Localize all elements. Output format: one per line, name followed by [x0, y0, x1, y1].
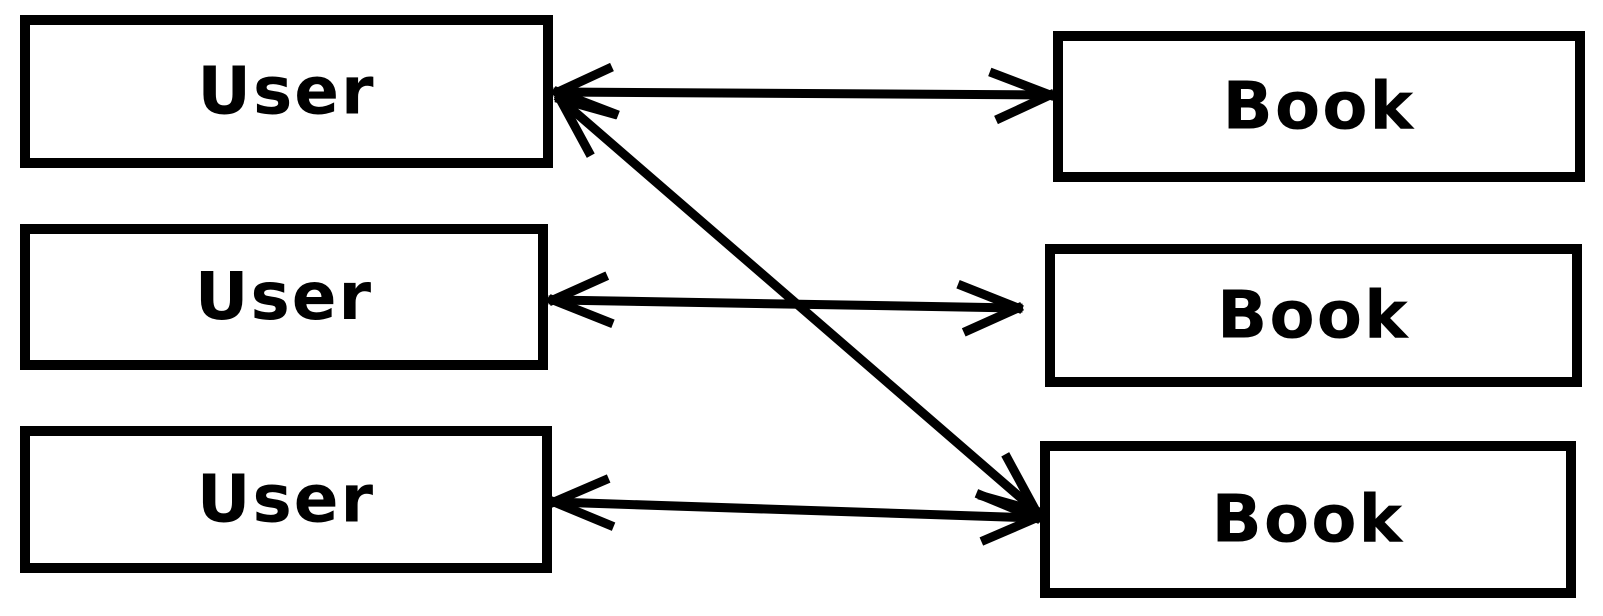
node-label-user-3: User [197, 461, 375, 538]
node-box-book-1 [1053, 31, 1585, 182]
arrowhead-stroke-user2-book2-start-1 [547, 271, 610, 306]
edge-user1-book3[interactable] [553, 92, 1043, 518]
node-label-user-1: User [197, 53, 375, 130]
node-box-user-2 [20, 224, 548, 370]
node-book-1[interactable]: Book [1053, 31, 1585, 182]
arrowhead-stroke-user2-book2-start-0 [547, 294, 615, 328]
node-box-book-2 [1045, 244, 1582, 387]
arrowhead-stroke-user3-book3-end-1 [979, 512, 1042, 546]
arrowhead-stroke-user1-book3-start-1 [554, 93, 619, 120]
arrowhead-stroke-user1-book1-end-1 [994, 89, 1056, 125]
node-book-3[interactable]: Book [1040, 441, 1576, 598]
node-book-2[interactable]: Book [1045, 244, 1582, 387]
node-label-user-2: User [195, 258, 373, 335]
arrowhead-stroke-user1-book1-end-0 [988, 67, 1056, 101]
node-user-3[interactable]: User [20, 426, 552, 573]
edge-user2-book2[interactable] [547, 271, 1024, 337]
arrowhead-stroke-user3-book3-start-0 [548, 496, 616, 531]
arrowhead-stroke-user2-book2-end-1 [961, 302, 1024, 337]
arrowhead-stroke-user1-book3-start-0 [553, 92, 595, 158]
node-box-user-3 [20, 426, 552, 573]
node-box-user-1 [20, 15, 553, 168]
node-user-2[interactable]: User [20, 224, 548, 370]
node-box-book-3 [1040, 441, 1576, 598]
arrowhead-stroke-user2-book2-end-0 [956, 280, 1024, 314]
node-label-book-2: Book [1217, 277, 1410, 354]
edge-shaft-user1-book3 [553, 92, 1043, 518]
arrowhead-stroke-user1-book3-end-1 [977, 490, 1042, 517]
node-user-1[interactable]: User [20, 15, 553, 168]
edge-shaft-user2-book2 [548, 295, 1023, 313]
arrowhead-stroke-user3-book3-start-1 [548, 474, 611, 508]
edge-shaft-user3-book3 [549, 497, 1041, 523]
arrowhead-stroke-user1-book3-end-0 [1001, 452, 1043, 518]
node-label-book-1: Book [1223, 68, 1416, 145]
node-label-book-3: Book [1212, 481, 1405, 558]
edge-shaft-user1-book1 [553, 87, 1055, 100]
arrowhead-stroke-user1-book1-start-1 [552, 62, 614, 98]
